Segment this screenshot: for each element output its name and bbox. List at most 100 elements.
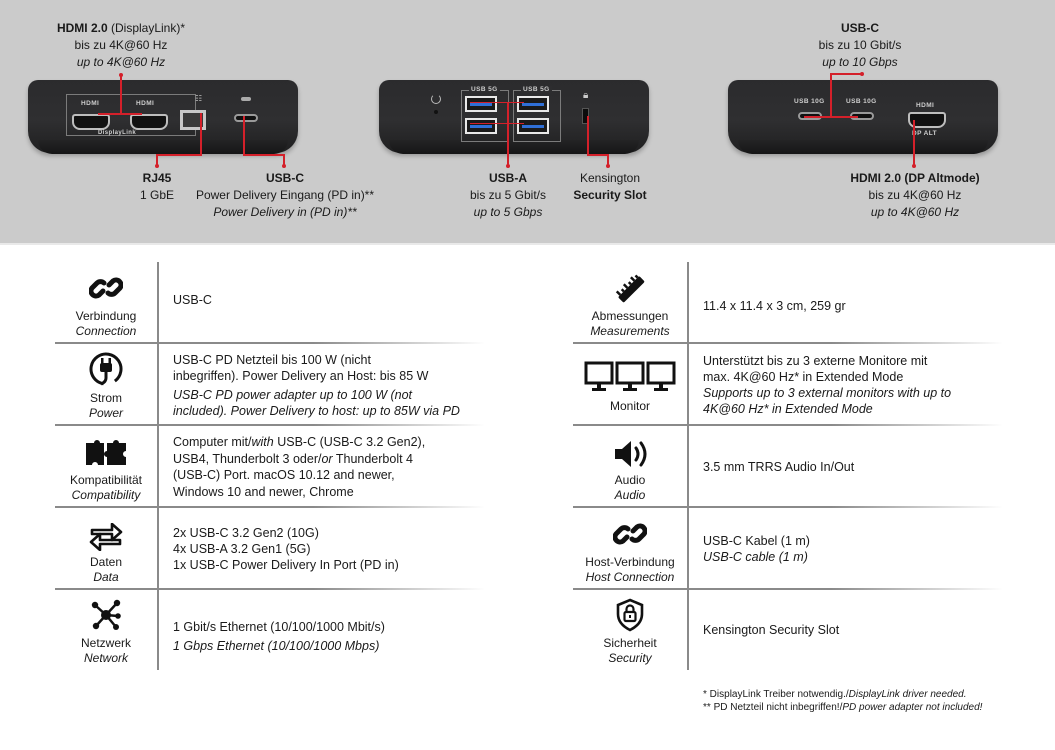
link-icon bbox=[89, 267, 123, 305]
dock-side-view-left: HDMI HDMI DisplayLink ☷ bbox=[28, 80, 298, 154]
spec-value-line: 1x USB-C Power Delivery In Port (PD in) bbox=[173, 558, 399, 572]
spec-value: Kensington Security Slot bbox=[703, 623, 840, 637]
spec-label-en: Network bbox=[83, 651, 128, 665]
spec-value-line: Computer mit/with USB-C (USB-C 3.2 Gen2)… bbox=[173, 435, 426, 449]
dock-side-view-right: USB 10G USB 10G HDMI DP ALT bbox=[728, 80, 998, 154]
callout-kensington: Kensington Security Slot bbox=[573, 171, 647, 202]
port-label-hdmi-1: HDMI bbox=[81, 100, 100, 107]
spec-row-power: Strom Power USB-C PD Netzteil bis 100 W … bbox=[55, 344, 485, 426]
callout-usba: USB-A bis zu 5 Gbit/s up to 5 Gbps bbox=[469, 171, 547, 219]
usba-port-1 bbox=[465, 96, 497, 112]
spec-row-compatibility: Kompatibilität Compatibility Computer mi… bbox=[55, 426, 485, 508]
spec-value-line: USB4, Thunderbolt 3 oder/or Thunderbolt … bbox=[173, 451, 413, 466]
port-label-usb-10g-2: USB 10G bbox=[846, 98, 877, 105]
hdmi-dp-altmode-port bbox=[908, 112, 946, 128]
data-exchange-icon bbox=[88, 513, 124, 551]
callout-hdmi-dp-altmode: HDMI 2.0 (DP Altmode) bis zu 4K@60 Hz up… bbox=[850, 171, 980, 219]
spec-label-en: Power bbox=[88, 406, 123, 420]
spec-value-line-en: USB-C PD power adapter up to 100 W (not bbox=[173, 387, 413, 402]
spec-label-de: Kompatibilität bbox=[69, 473, 143, 487]
spec-value-line-en: 4K@60 Hz* in Extended Mode bbox=[703, 402, 873, 416]
spec-label-de: Abmessungen bbox=[591, 309, 669, 323]
spec-label-en: Host Connection bbox=[585, 570, 675, 584]
footnotes: * DisplayLink Treiber notwendig./Display… bbox=[703, 688, 982, 714]
spec-value: 11.4 x 11.4 x 3 cm, 259 gr bbox=[703, 299, 846, 313]
status-led bbox=[434, 110, 438, 114]
callout-usbc-pd: USB-C Power Delivery Eingang (PD in)** P… bbox=[195, 171, 375, 219]
port-label-usb-10g-1: USB 10G bbox=[794, 98, 825, 105]
network-icon bbox=[89, 594, 123, 632]
spec-table-left: Verbindung Connection USB-C Strom Power … bbox=[55, 262, 485, 670]
spec-value-line: USB-C Kabel (1 m) bbox=[703, 534, 810, 548]
ruler-icon bbox=[613, 267, 647, 305]
port-label-displaylink: DisplayLink bbox=[98, 130, 137, 136]
spec-label-de: Sicherheit bbox=[603, 636, 657, 650]
spec-value-line-en: 1 Gbps Ethernet (10/100/1000 Mbps) bbox=[173, 639, 380, 653]
callout-rj45: RJ45 1 GbE bbox=[139, 171, 175, 202]
puzzle-icon bbox=[84, 431, 128, 469]
callout-usbc-10g: USB-C bis zu 10 Gbit/s up to 10 Gbps bbox=[818, 21, 902, 69]
spec-label-de: Host-Verbindung bbox=[585, 555, 675, 569]
spec-row-host-connection: Host-Verbindung Host Connection USB-C Ka… bbox=[573, 508, 1003, 590]
spec-row-data: Daten Data 2x USB-C 3.2 Gen2 (10G) 4x US… bbox=[55, 508, 485, 590]
spec-row-security: Sicherheit Security Kensington Security … bbox=[573, 590, 983, 670]
usba-port-3 bbox=[465, 118, 497, 134]
spec-row-audio: Audio Audio 3.5 mm TRRS Audio In/Out bbox=[573, 426, 1003, 508]
footnote-displaylink: * DisplayLink Treiber notwendig./Display… bbox=[703, 689, 967, 700]
spec-label-en: Security bbox=[608, 651, 652, 665]
spec-label-en: Measurements bbox=[590, 324, 670, 338]
spec-value-line: Windows 10 and newer, Chrome bbox=[173, 484, 354, 499]
hdmi-port-2 bbox=[130, 114, 168, 130]
spec-label-de: Audio bbox=[614, 473, 646, 487]
link-icon bbox=[613, 513, 647, 551]
spec-value: 3.5 mm TRRS Audio In/Out bbox=[703, 460, 855, 474]
spec-value: USB-C bbox=[173, 293, 212, 307]
rj45-port bbox=[180, 110, 206, 130]
spec-label-en: Compatibility bbox=[71, 488, 141, 502]
spec-value-line: Unterstützt bis zu 3 externe Monitore mi… bbox=[703, 354, 928, 368]
callout-hdmi-displaylink: HDMI 2.0 (DisplayLink)* bis zu 4K@60 Hz … bbox=[56, 21, 186, 69]
spec-row-network: Netzwerk Network 1 Gbit/s Ethernet (10/1… bbox=[55, 590, 465, 670]
port-label-hdmi-2: HDMI bbox=[136, 100, 155, 107]
port-label-dp-alt: DP ALT bbox=[912, 130, 938, 137]
shield-lock-icon bbox=[614, 594, 646, 632]
usba-port-2 bbox=[517, 96, 549, 112]
spec-table-right: Abmessungen Measurements 11.4 x 11.4 x 3… bbox=[573, 262, 1003, 670]
spec-row-monitor: Monitor Unterstützt bis zu 3 externe Mon… bbox=[573, 344, 1003, 426]
spec-value-line: inbegriffen). Power Delivery an Host: bi… bbox=[173, 368, 429, 383]
spec-value-line: (USB-C) Port. macOS 10.12 and newer, bbox=[173, 468, 395, 482]
lock-glyph-icon: 🔒︎ bbox=[583, 90, 589, 101]
power-plug-icon bbox=[88, 349, 124, 387]
spec-value-line: 1 Gbit/s Ethernet (10/100/1000 Mbit/s) bbox=[173, 620, 385, 634]
spec-label-de: Daten bbox=[89, 555, 123, 569]
spec-value-line-en: Supports up to 3 external monitors with … bbox=[703, 386, 952, 400]
usbc-pd-port bbox=[234, 114, 258, 122]
spec-label-de: Netzwerk bbox=[80, 636, 131, 650]
triple-monitor-icon bbox=[584, 357, 676, 393]
spec-row-connection: Verbindung Connection USB-C bbox=[55, 262, 485, 344]
port-label-usb-5g-2: USB 5G bbox=[521, 86, 552, 93]
spec-value-line: 4x USB-A 3.2 Gen1 (5G) bbox=[173, 542, 311, 556]
power-button-icon[interactable] bbox=[431, 94, 441, 104]
port-label-usb-5g-1: USB 5G bbox=[469, 86, 500, 93]
power-in-glyph-icon bbox=[241, 97, 251, 101]
speaker-icon bbox=[612, 431, 648, 469]
spec-value-line-en: USB-C cable (1 m) bbox=[703, 550, 808, 564]
usba-port-4 bbox=[517, 118, 549, 134]
spec-label-de: Verbindung bbox=[75, 309, 137, 323]
network-glyph-icon: ☷ bbox=[195, 94, 203, 103]
hdmi-port-1 bbox=[72, 114, 110, 130]
dock-side-view-center: USB 5G USB 5G 🔒︎ bbox=[379, 80, 649, 154]
spec-label-en: Connection bbox=[75, 324, 137, 338]
spec-value-line-en: included). Power Delivery to host: up to… bbox=[173, 403, 460, 418]
product-photo-band: HDMI 2.0 (DisplayLink)* bis zu 4K@60 Hz … bbox=[0, 0, 1055, 245]
spec-label-en: Audio bbox=[614, 488, 646, 502]
port-label-hdmi-dp: HDMI bbox=[916, 102, 935, 109]
spec-value-line: USB-C PD Netzteil bis 100 W (nicht bbox=[173, 352, 371, 367]
spec-row-measurements: Abmessungen Measurements 11.4 x 11.4 x 3… bbox=[573, 262, 1003, 344]
footnote-pd-adapter: ** PD Netzteil nicht inbegriffen!/PD pow… bbox=[703, 702, 983, 713]
spec-label-de: Monitor bbox=[609, 398, 650, 413]
spec-value-line: 2x USB-C 3.2 Gen2 (10G) bbox=[173, 526, 319, 540]
spec-label-en: Data bbox=[93, 570, 119, 584]
spec-value-line: max. 4K@60 Hz* in Extended Mode bbox=[703, 370, 904, 384]
